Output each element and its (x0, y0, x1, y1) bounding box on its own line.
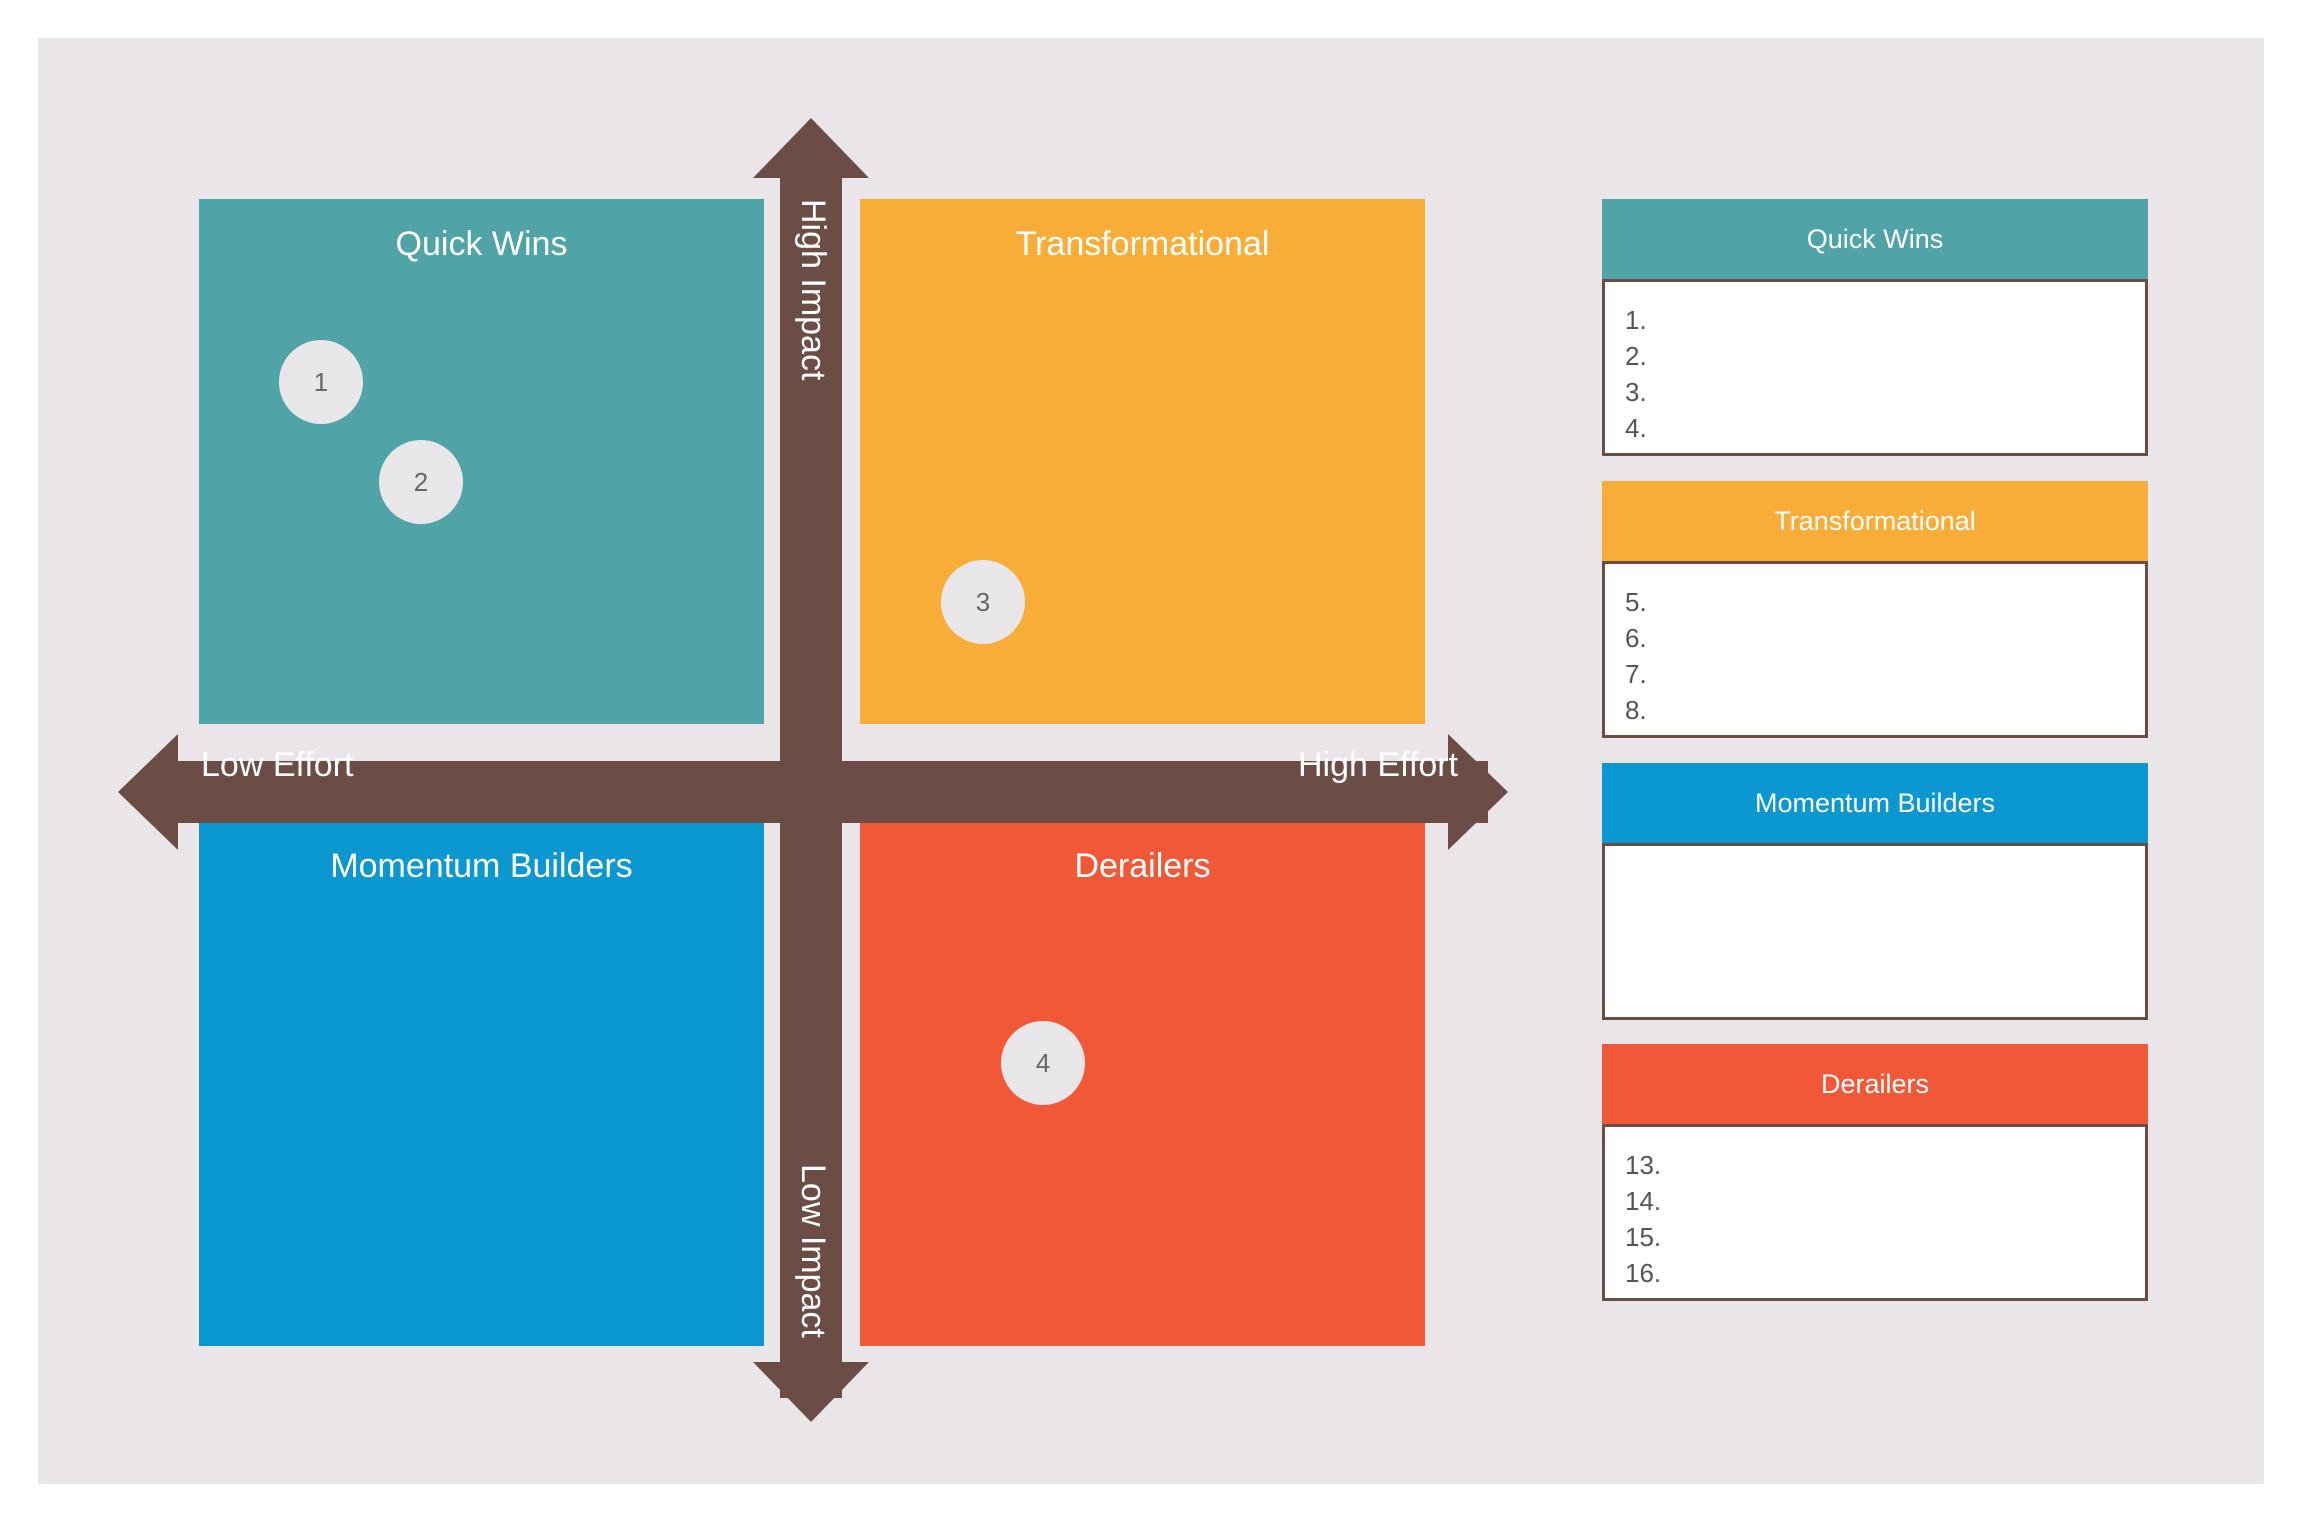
list-item: 8. (1625, 695, 1647, 725)
down-arrowhead (753, 1362, 869, 1422)
vertical-axis-bar (780, 178, 842, 1398)
list-item: 15. (1625, 1222, 1662, 1252)
panel-header: Momentum Builders (1602, 763, 2148, 843)
list-item: 5. (1625, 587, 1647, 617)
list-item: 4. (1625, 413, 1647, 443)
left-arrowhead (118, 734, 178, 850)
up-arrowhead (753, 118, 869, 178)
axis-label-high-impact: High Impact (794, 199, 832, 381)
quadrant-title: Derailers (1074, 847, 1211, 885)
panel-list[interactable]: 13. 14. 15. 16. (1602, 1124, 2148, 1301)
diagram-canvas: Quick Wins Transformational Momentum Bui… (38, 38, 2264, 1484)
list-item: 14. (1625, 1186, 1662, 1216)
panel-derailers: Derailers 13. 14. 15. 16. (1602, 1044, 2148, 1301)
panel-list[interactable]: 5. 6. 7. 8. (1602, 561, 2148, 738)
panel-header: Transformational (1602, 481, 2148, 561)
axis-label-low-effort: Low Effort (201, 746, 354, 784)
list-item: 3. (1625, 377, 1647, 407)
panel-quick-wins: Quick Wins 1. 2. 3. 4. (1602, 199, 2148, 456)
panel-momentum-builders: Momentum Builders (1602, 763, 2148, 1020)
axis-label-high-effort: High Effort (1297, 746, 1458, 784)
list-item: 2. (1625, 341, 1647, 371)
quadrant-derailers: Derailers (860, 821, 1425, 1346)
panel-header: Derailers (1602, 1044, 2148, 1124)
quadrant-transformational: Transformational (860, 199, 1425, 724)
marker-1[interactable]: 1 (279, 340, 363, 424)
quadrant-title: Momentum Builders (330, 847, 633, 885)
list-item: 16. (1625, 1258, 1662, 1288)
marker-3[interactable]: 3 (941, 560, 1025, 644)
right-arrowhead (1448, 734, 1508, 850)
panel-list[interactable] (1602, 843, 2148, 1020)
panel-transformational: Transformational 5. 6. 7. 8. (1602, 481, 2148, 738)
quadrant-title: Transformational (1015, 225, 1270, 263)
quadrant-title: Quick Wins (395, 225, 568, 263)
axes (118, 118, 1508, 1422)
list-item: 1. (1625, 305, 1647, 335)
quadrant-momentum-builders: Momentum Builders (199, 821, 764, 1346)
list-item: 7. (1625, 659, 1647, 689)
marker-2[interactable]: 2 (379, 440, 463, 524)
axis-label-low-impact: Low Impact (794, 1164, 832, 1338)
marker-4[interactable]: 4 (1001, 1021, 1085, 1105)
quadrant-quick-wins: Quick Wins (199, 199, 764, 724)
list-item: 13. (1625, 1150, 1662, 1180)
panel-header: Quick Wins (1602, 199, 2148, 279)
panel-list[interactable]: 1. 2. 3. 4. (1602, 279, 2148, 456)
list-item: 6. (1625, 623, 1647, 653)
